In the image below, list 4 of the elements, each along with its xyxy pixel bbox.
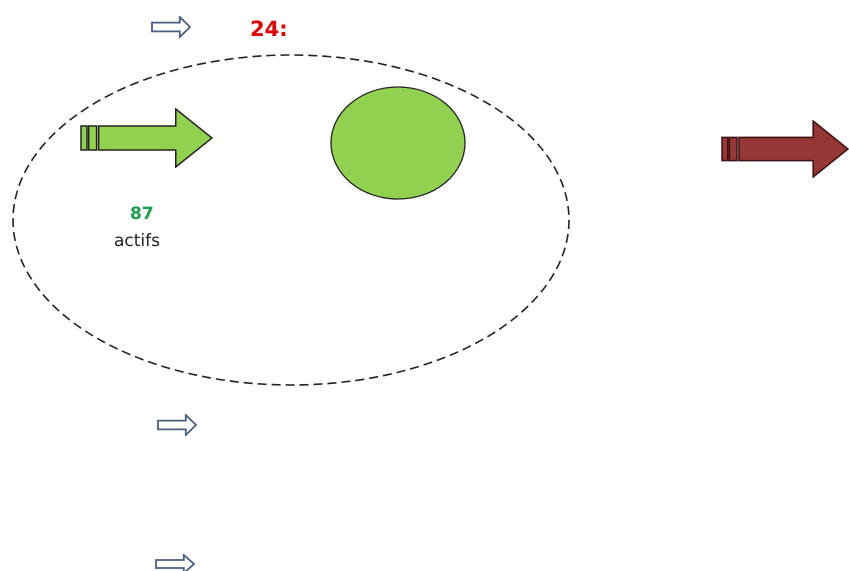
circle-shape [330,86,466,200]
count-caption: actifs [114,231,160,251]
heading-number: 24: [250,17,288,41]
count-number: 87 [130,204,154,224]
